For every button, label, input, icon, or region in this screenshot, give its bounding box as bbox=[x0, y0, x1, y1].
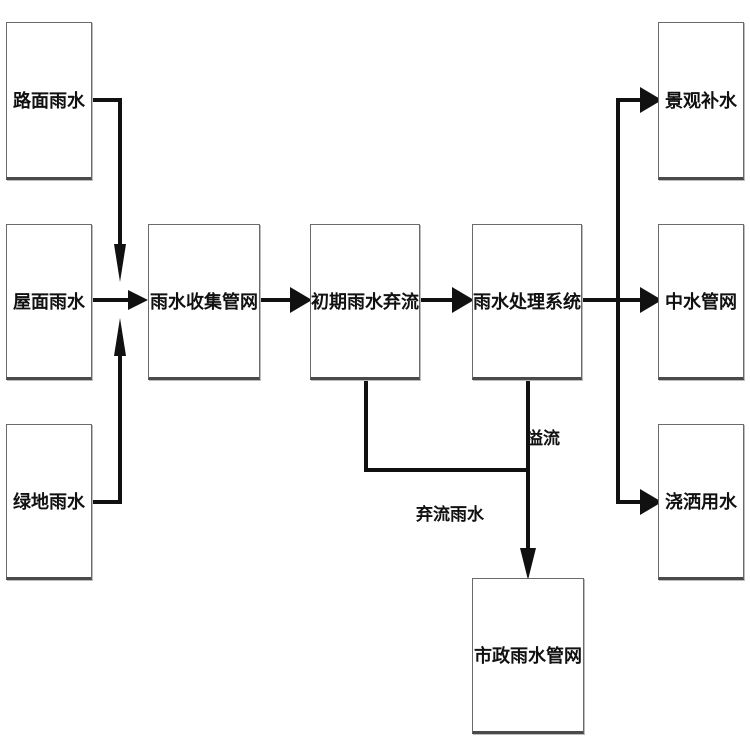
node-label: 中水管网 bbox=[665, 292, 737, 313]
arrowhead-into-treatment bbox=[452, 287, 474, 313]
connector-green-rain bbox=[90, 348, 122, 504]
node-label: 浇洒用水 bbox=[665, 492, 737, 513]
node-label: 市政雨水管网 bbox=[474, 646, 582, 667]
node-label: 屋面雨水 bbox=[13, 292, 85, 313]
arrowhead-into-collection bbox=[128, 290, 148, 310]
node-landscape-replenish: 景观补水 bbox=[658, 22, 744, 180]
arrowhead-up-into-junction bbox=[114, 318, 126, 356]
edge-label-diverted-rain: 弃流雨水 bbox=[416, 505, 484, 525]
connector-to-landscape bbox=[616, 98, 644, 302]
node-label: 初期雨水弃流 bbox=[311, 292, 419, 313]
arrowhead-down-into-junction bbox=[114, 244, 126, 282]
node-collection-network: 雨水收集管网 bbox=[148, 224, 260, 380]
edge-label-overflow: 溢流 bbox=[526, 429, 560, 449]
node-treatment-system: 雨水处理系统 bbox=[472, 224, 582, 380]
arrowhead-into-reclaimed bbox=[640, 287, 662, 313]
connector-diverted-rain bbox=[364, 378, 530, 472]
node-roof-rain: 屋面雨水 bbox=[6, 224, 92, 380]
arrowhead-into-diversion bbox=[290, 287, 312, 313]
connector-to-irrigation bbox=[616, 298, 644, 504]
connector-road-rain bbox=[90, 98, 122, 254]
arrowhead-into-landscape bbox=[640, 87, 662, 113]
node-label: 雨水处理系统 bbox=[473, 292, 581, 313]
node-label: 雨水收集管网 bbox=[150, 292, 258, 313]
node-initial-diversion: 初期雨水弃流 bbox=[310, 224, 420, 380]
arrowhead-into-irrigation bbox=[640, 489, 662, 515]
node-irrigation: 浇洒用水 bbox=[658, 424, 744, 580]
node-municipal-network: 市政雨水管网 bbox=[472, 578, 584, 734]
node-label: 景观补水 bbox=[665, 91, 737, 112]
arrowhead-into-municipal bbox=[520, 548, 536, 580]
node-reclaimed-network: 中水管网 bbox=[658, 224, 744, 380]
node-green-rain: 绿地雨水 bbox=[6, 424, 92, 580]
node-label: 绿地雨水 bbox=[13, 492, 85, 513]
node-road-rain: 路面雨水 bbox=[6, 22, 92, 180]
node-label: 路面雨水 bbox=[13, 91, 85, 112]
